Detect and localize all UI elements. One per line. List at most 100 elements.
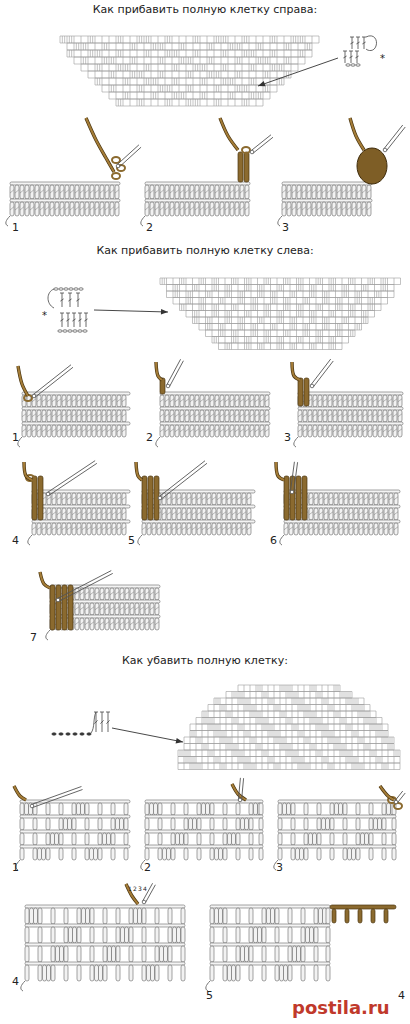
stitch-twist [145, 190, 149, 193]
stitch-post [250, 425, 254, 437]
stitch-post [249, 965, 253, 981]
stitch-twist [378, 414, 382, 417]
double-crochet-symbol [356, 37, 360, 49]
stitch-post [192, 508, 196, 520]
stitch-twist [367, 207, 371, 210]
stitch-post [116, 946, 120, 962]
stitch-twist [368, 414, 372, 417]
stitch-twist [358, 414, 362, 417]
stitch-post [151, 965, 155, 981]
stitch-twist [37, 414, 41, 417]
crochet-hook [32, 365, 73, 398]
stitch-post [124, 848, 128, 860]
stitch-twist [92, 497, 96, 500]
stitch-post [120, 603, 124, 615]
stitch-twist [318, 414, 322, 417]
stitch-post [265, 395, 269, 407]
stitch-post [145, 588, 149, 600]
stitch-post [210, 185, 214, 199]
stitch-post [167, 508, 171, 520]
stitch-post [38, 927, 42, 943]
stitch-post [326, 946, 330, 962]
stitch-twist [379, 512, 383, 515]
stitch-post [165, 425, 169, 437]
stitch-twist [202, 527, 206, 530]
stitch-post [329, 508, 333, 520]
symbol-inset [343, 36, 377, 66]
stitch-post [82, 508, 86, 520]
stitch-post [242, 508, 246, 520]
stitch-post [32, 395, 36, 407]
stitch-post [219, 848, 223, 860]
stitch-twist [67, 527, 71, 530]
stitch-twist [120, 592, 124, 595]
stitch-twist [85, 592, 89, 595]
stitch-post [347, 185, 351, 199]
stitch-post [73, 927, 77, 943]
stitch-post [300, 848, 304, 860]
stitch-twist [20, 190, 24, 193]
stitch-post [236, 848, 240, 860]
crochet-hook [142, 883, 155, 904]
stitch-post [124, 803, 128, 815]
stitch-twist [312, 190, 316, 193]
stitch-post [384, 508, 388, 520]
stitch-post [367, 202, 371, 216]
stitch-post [67, 523, 71, 535]
stitch-post [328, 410, 332, 422]
stitch-post [197, 493, 201, 505]
yarn-loop [112, 173, 120, 179]
stitch-post [210, 833, 214, 845]
chain-top [278, 830, 396, 833]
stitch-post [112, 395, 116, 407]
stitch-post [329, 493, 333, 505]
stitch-post [237, 508, 241, 520]
stitch-post [100, 588, 104, 600]
stitch-twist [155, 592, 159, 595]
stitch-post [363, 410, 367, 422]
stitch-twist [95, 622, 99, 625]
working-yarn [350, 118, 364, 150]
stitch-twist [232, 497, 236, 500]
stitch-twist [105, 607, 109, 610]
stitch-twist [220, 207, 224, 210]
stitch-twist [237, 527, 241, 530]
stitch-twist [117, 497, 121, 500]
stitch-post [180, 395, 184, 407]
stitch-post [103, 927, 107, 943]
stitch-post [82, 493, 86, 505]
stitch-post [51, 833, 55, 845]
stitch-twist [195, 399, 199, 402]
stitch-post [304, 803, 308, 815]
stitch-post [92, 523, 96, 535]
stitch-post [116, 818, 120, 830]
stitch-twist [145, 622, 149, 625]
stitch-twist [35, 207, 39, 210]
stitch-post [77, 927, 81, 943]
stitch-post [195, 410, 199, 422]
stitch-twist [398, 414, 402, 417]
stitch-twist [52, 497, 56, 500]
stitch-twist [308, 429, 312, 432]
stitch-post [319, 508, 323, 520]
stitch-post [107, 523, 111, 535]
new-stitch [148, 476, 153, 520]
stitch-post [210, 410, 214, 422]
working-yarn [292, 362, 300, 380]
stitch-twist [373, 414, 377, 417]
stitch-post [122, 508, 126, 520]
stitch-post [335, 803, 339, 815]
stitch-post [35, 185, 39, 199]
stitch-post [85, 618, 89, 630]
double-crochet-symbol [350, 37, 354, 49]
stitch-twist [190, 207, 194, 210]
stitch-twist [255, 414, 259, 417]
stitch-post [303, 425, 307, 437]
stitch-twist [323, 429, 327, 432]
stitch-post [105, 185, 109, 199]
stitch-post [247, 508, 251, 520]
stitch-post [103, 946, 107, 962]
stitch-post [165, 410, 169, 422]
stitch-post [333, 395, 337, 407]
chain-top [210, 924, 330, 927]
